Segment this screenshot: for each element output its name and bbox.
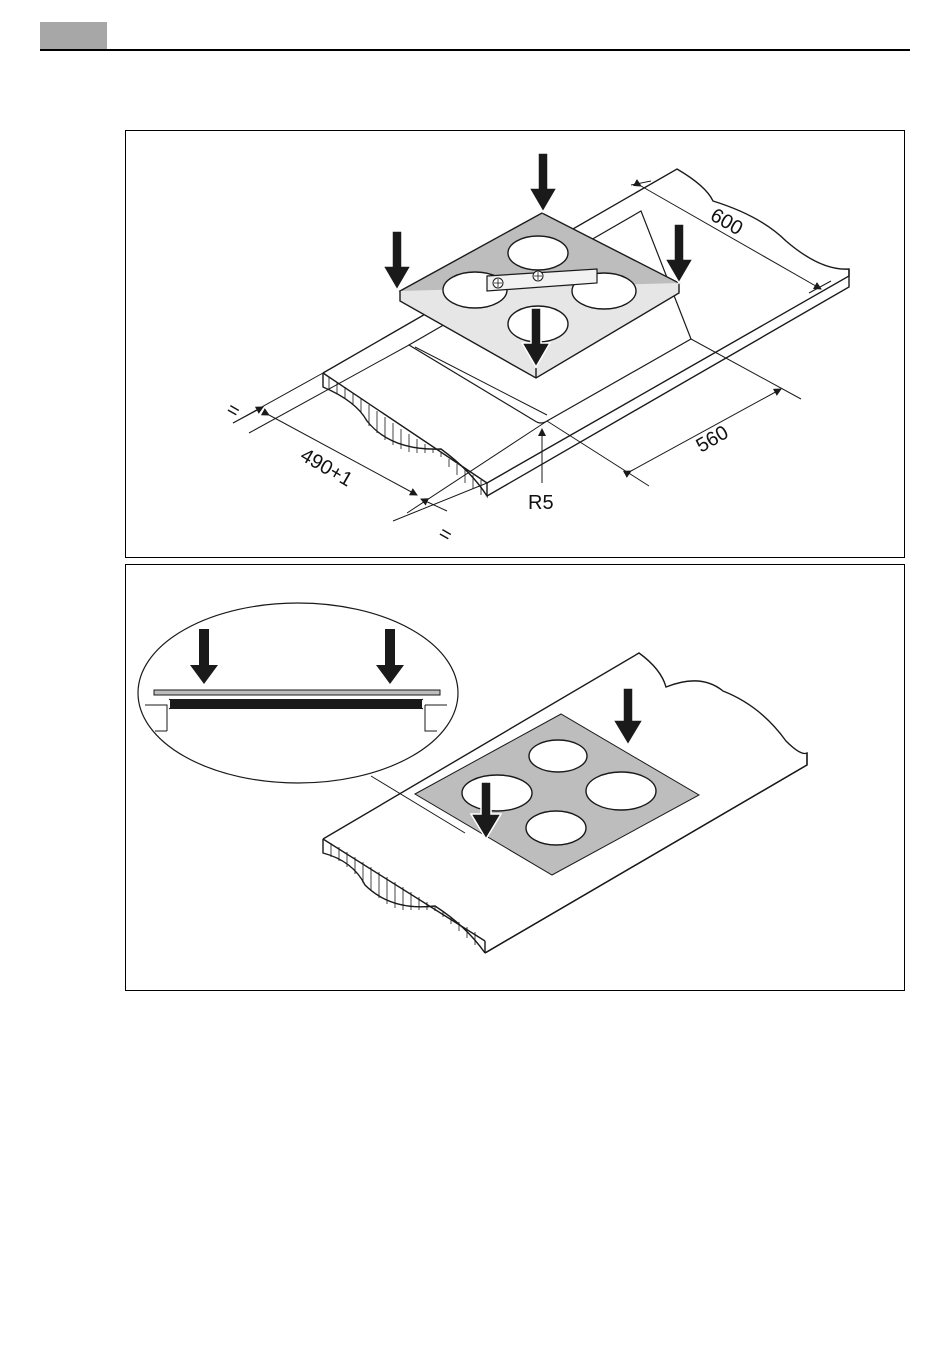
cooking-zone xyxy=(529,740,587,772)
detail-callout xyxy=(138,603,458,783)
dim-label-radius: R5 xyxy=(528,492,554,514)
header-rule xyxy=(40,49,910,51)
press-arrow xyxy=(529,153,557,212)
cooking-zone xyxy=(508,236,568,270)
cooking-zone xyxy=(462,775,532,811)
installation-diagram-mounted xyxy=(125,564,905,991)
cooking-zone xyxy=(526,811,586,845)
dim-label-cutout-depth: 490+1 xyxy=(297,444,357,491)
dim-label-cutout-width: 560 xyxy=(693,422,733,458)
press-arrow xyxy=(383,231,411,290)
installation-diagram-cutout: 600 560 490+1 R5 = = xyxy=(125,130,905,558)
header-tab xyxy=(40,22,107,49)
dim-label-equal-bottom: = xyxy=(435,522,456,547)
cooking-zone xyxy=(586,772,656,810)
